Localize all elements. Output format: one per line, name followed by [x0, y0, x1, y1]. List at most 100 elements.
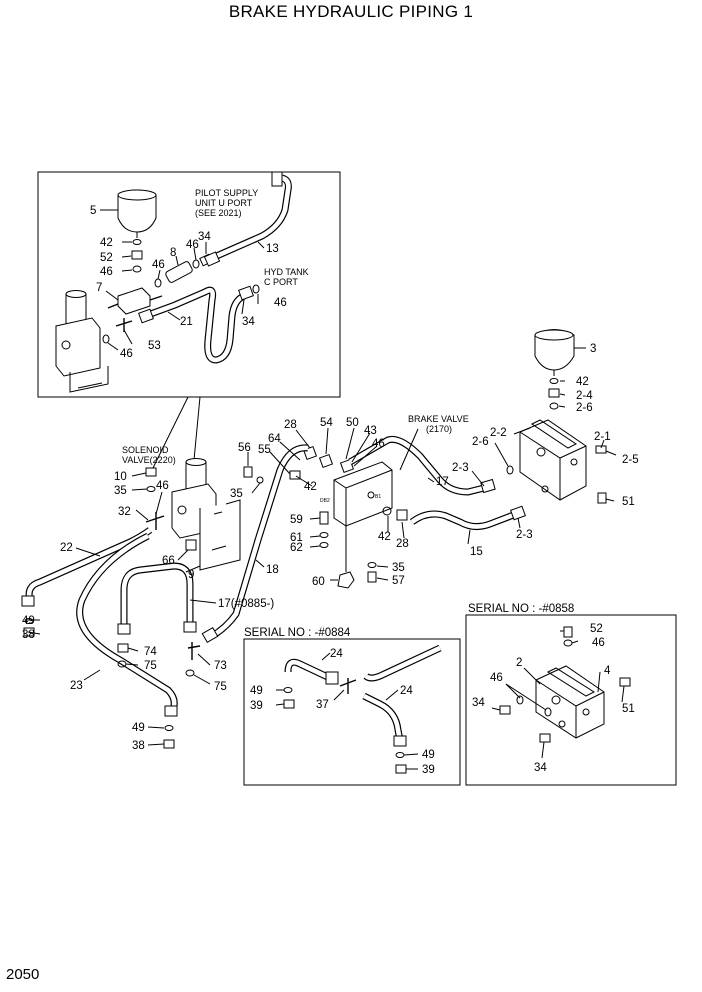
- callout: 7: [96, 282, 102, 294]
- brake-block-2: [506, 419, 607, 504]
- callout: 42: [576, 376, 589, 388]
- callout: 38: [22, 629, 35, 641]
- callout: 34: [534, 762, 547, 774]
- page-title: BRAKE HYDRAULIC PIPING 1: [228, 2, 474, 21]
- note-hyd-tank-1: HYD TANK: [264, 267, 309, 277]
- callout-numbers: 5 42 52 46 7 46 8 46 34 13 21 46 34 46 5…: [22, 205, 639, 776]
- callout: 51: [622, 496, 635, 508]
- callout: 39: [250, 700, 263, 712]
- callout: 2-3: [516, 529, 533, 541]
- callout: 73: [214, 660, 227, 672]
- callout: 49: [422, 749, 435, 761]
- callout: 2: [516, 657, 522, 669]
- callout: 43: [364, 425, 377, 437]
- callout: 52: [590, 623, 603, 635]
- callout: 28: [396, 538, 409, 550]
- callout: 5: [90, 205, 96, 217]
- solenoid-valve-main: [145, 458, 241, 571]
- callout: 17: [436, 476, 449, 488]
- inset-heading-0884: SERIAL NO : -#0884: [244, 627, 351, 639]
- callout: 52: [100, 252, 113, 264]
- leader-lines: [25, 209, 625, 770]
- brake-valve-block: DB2 B1: [243, 445, 408, 589]
- callout: 56: [238, 442, 251, 454]
- accumulator-5: [117, 189, 157, 238]
- callout: 35: [392, 562, 405, 574]
- callout: 53: [148, 340, 161, 352]
- callout: 2-2: [490, 427, 507, 439]
- note-brake-valve-1: BRAKE VALVE: [408, 414, 469, 424]
- callout: 21: [180, 316, 193, 328]
- note-pilot-supply-2: UNIT U PORT: [195, 198, 253, 208]
- callout: 42: [304, 481, 317, 493]
- inset-serial-0884: [243, 638, 461, 786]
- note-pilot-supply-3: (SEE 2021): [195, 208, 242, 218]
- port-mark-b1: B1: [375, 494, 381, 500]
- note-brake-valve-2: (2170): [426, 424, 452, 434]
- callout: 23: [70, 680, 83, 692]
- callout: 62: [290, 542, 303, 554]
- callout: 50: [346, 417, 359, 429]
- callout: 66: [162, 555, 175, 567]
- callout: 74: [144, 646, 157, 658]
- callout: 24: [400, 685, 413, 697]
- callout: 2-1: [594, 431, 611, 443]
- callout: 32: [118, 506, 131, 518]
- callout: 46: [186, 239, 199, 251]
- inset-heading-0858: SERIAL NO : -#0858: [468, 603, 574, 615]
- callout: 35: [114, 485, 127, 497]
- callout: 42: [378, 531, 391, 543]
- callout: 46: [372, 438, 385, 450]
- callout: 39: [422, 764, 435, 776]
- callout: 2-6: [576, 402, 593, 414]
- callout: 46: [490, 672, 503, 684]
- callout: 75: [214, 681, 227, 693]
- callout: 46: [156, 480, 169, 492]
- callout: 54: [320, 417, 333, 429]
- inset-serial-0858: [465, 614, 677, 786]
- callout: 3: [590, 343, 596, 355]
- callout: 46: [100, 266, 113, 278]
- callout: 55: [258, 444, 271, 456]
- callout: 46: [274, 297, 287, 309]
- callout: 35: [230, 488, 243, 500]
- callout: 34: [198, 231, 211, 243]
- callout: 10: [114, 471, 127, 483]
- callout: 9: [188, 569, 194, 581]
- note-solenoid-2: VALVE(2220): [122, 455, 176, 465]
- callout: 49: [22, 615, 35, 627]
- callout: 49: [250, 685, 263, 697]
- port-mark-db2: DB2: [320, 498, 330, 504]
- callout: 15: [470, 546, 483, 558]
- callout: 28: [284, 419, 297, 431]
- callout: 17(#0885-): [218, 598, 274, 610]
- callout: 18: [266, 564, 279, 576]
- callout: 46: [592, 637, 605, 649]
- callout: 46: [152, 259, 165, 271]
- accumulator-3: [534, 329, 575, 410]
- callout: 2-4: [576, 390, 593, 402]
- callout: 49: [132, 722, 145, 734]
- callout: 61: [290, 532, 303, 544]
- note-hyd-tank-2: C PORT: [264, 277, 298, 287]
- callout: 75: [144, 660, 157, 672]
- callout: 34: [472, 697, 485, 709]
- callout: 60: [312, 576, 325, 588]
- callout: 2-3: [452, 462, 469, 474]
- callout: 42: [100, 237, 113, 249]
- page-number: 2050: [6, 966, 40, 983]
- callout: 2-6: [472, 436, 489, 448]
- note-solenoid-1: SOLENOID: [122, 445, 169, 455]
- callout: 4: [604, 665, 611, 677]
- callout: 13: [266, 243, 279, 255]
- callout: 37: [316, 699, 329, 711]
- callout: 38: [132, 740, 145, 752]
- callout: 59: [290, 514, 303, 526]
- callout: 22: [60, 542, 73, 554]
- callout: 46: [120, 348, 133, 360]
- solenoid-valve-inset: [55, 290, 109, 393]
- callout: 8: [170, 247, 176, 259]
- detail-inset: [37, 171, 341, 475]
- note-pilot-supply-1: PILOT SUPPLY: [195, 188, 258, 198]
